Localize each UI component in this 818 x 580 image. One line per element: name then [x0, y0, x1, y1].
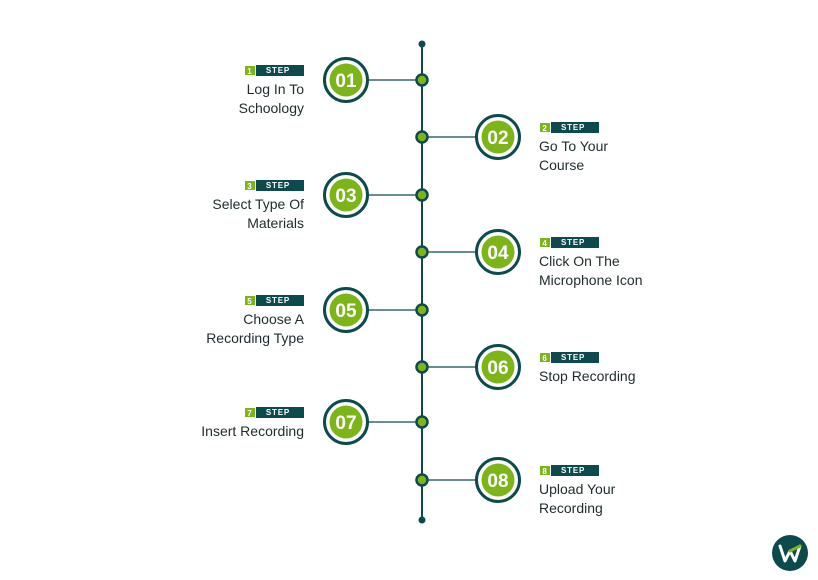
step-tag-number: 5 [243, 295, 256, 306]
step-tag-number: 2 [539, 122, 551, 133]
step-node-01: 01 [323, 57, 429, 103]
step-tag-label: STEP [255, 65, 304, 76]
step-tag-label: STEP [551, 122, 600, 133]
badge-disc [329, 178, 363, 212]
step-tag-label: STEP [551, 352, 600, 363]
step-tag-number: 3 [243, 180, 256, 191]
step-title-line: Choose A [243, 311, 304, 327]
step-number: 03 [335, 186, 356, 207]
badge-disc [329, 405, 363, 439]
timeline-dot [415, 73, 429, 87]
badge-disc [329, 293, 363, 327]
step-title-line: Go To Your [539, 138, 609, 154]
step-title-line: Click On The [539, 253, 620, 269]
step-node-06: 06 [415, 344, 521, 390]
timeline-dot [415, 360, 429, 374]
step-title-line: Log In To [246, 81, 304, 97]
step-node-07: 07 [323, 399, 429, 445]
step-title-line: Insert Recording [201, 423, 304, 439]
badge-disc [481, 235, 515, 269]
step-title-line: Stop Recording [539, 368, 636, 384]
step-title-line: Course [539, 157, 585, 173]
badge-disc [329, 63, 363, 97]
step-title-line: Schoology [238, 100, 304, 116]
timeline-bottom-cap [418, 516, 426, 524]
step-tag-label: STEP [255, 295, 304, 306]
badge-disc [481, 120, 515, 154]
step-node-03: 03 [323, 172, 429, 218]
step-number: 04 [487, 243, 509, 264]
step-title-line: Upload Your [539, 481, 616, 497]
step-tag-number: 8 [539, 465, 551, 476]
step-title-line: Microphone Icon [539, 272, 643, 288]
step-title-line: Materials [247, 215, 304, 231]
step-title-line: Select Type Of [212, 196, 304, 212]
step-tag-label: STEP [551, 237, 600, 248]
timeline-dot [415, 245, 429, 259]
step-node-02: 02 [415, 114, 521, 160]
step-tag-number: 7 [243, 407, 256, 418]
step-number: 07 [335, 413, 356, 434]
step-title-line: Recording Type [206, 330, 304, 346]
step-tag-number: 4 [539, 237, 551, 248]
step-title-line: Recording [539, 500, 603, 516]
step-number: 06 [487, 358, 508, 379]
step-number: 01 [335, 71, 357, 92]
timeline-dot [415, 303, 429, 317]
step-tag-label: STEP [255, 180, 304, 191]
step-tag-number: 6 [539, 352, 551, 363]
step-tag-number: 1 [243, 65, 256, 76]
timeline-dot [415, 130, 429, 144]
step-tag-label: STEP [255, 407, 304, 418]
step-number: 05 [335, 301, 357, 322]
timeline-dot [415, 473, 429, 487]
badge-disc [481, 350, 515, 384]
step-number: 08 [487, 471, 508, 492]
step-number: 02 [487, 128, 508, 149]
badge-disc [481, 463, 515, 497]
timeline-top-cap [418, 40, 426, 48]
timeline-dot [415, 415, 429, 429]
timeline-dot [415, 188, 429, 202]
step-tag-label: STEP [551, 465, 600, 476]
brand-logo-icon [772, 535, 808, 571]
step-node-05: 05 [323, 287, 429, 333]
step-node-04: 04 [415, 229, 521, 275]
step-node-08: 08 [415, 457, 521, 503]
